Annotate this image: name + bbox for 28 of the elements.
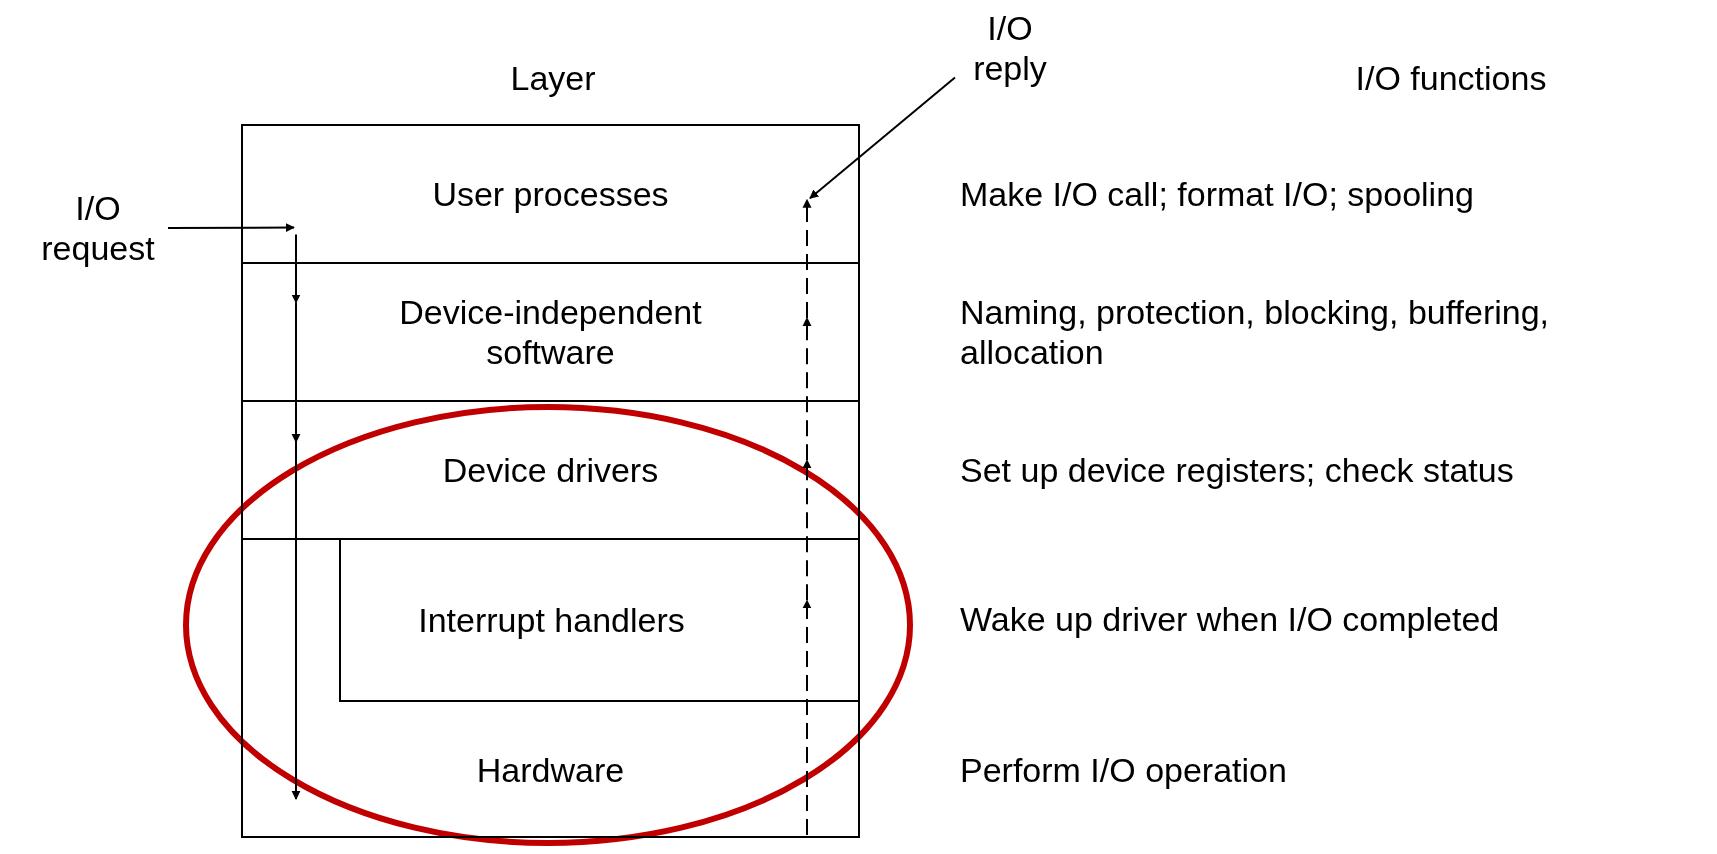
layer-box (241, 262, 860, 402)
column-heading: Layer (510, 58, 596, 98)
function-description: Wake up driver when I/O completed (960, 599, 1501, 639)
layer-box (241, 538, 860, 838)
layer-label: Device drivers (441, 450, 660, 490)
arrow (802, 317, 812, 462)
layer-label: Hardware (475, 750, 626, 790)
column-heading: I/O functions (1355, 58, 1547, 98)
layer-box (241, 124, 860, 264)
arrow (802, 599, 812, 836)
arrow (291, 301, 301, 443)
function-description: Make I/O call; format I/O; spooling (960, 174, 1475, 214)
function-description: Naming, protection, blocking, buffering, allocation (960, 292, 1551, 372)
annotation-text: I/O request (28, 188, 168, 268)
function-description: Set up device registers; check status (960, 450, 1515, 490)
arrow (291, 233, 301, 304)
function-description: Perform I/O operation (960, 750, 1288, 790)
layer-label: Device-independent software (398, 292, 703, 372)
layer-box (241, 400, 860, 540)
arrow (291, 441, 301, 800)
layer-label: User processes (431, 174, 670, 214)
arrow (167, 223, 295, 233)
annotation-text: I/O reply (955, 8, 1065, 88)
arrow (802, 459, 812, 602)
arrow (802, 198, 812, 319)
layer-label: Interrupt handlers (417, 600, 686, 640)
leader-arrow (809, 76, 956, 200)
layer-box (339, 538, 860, 702)
